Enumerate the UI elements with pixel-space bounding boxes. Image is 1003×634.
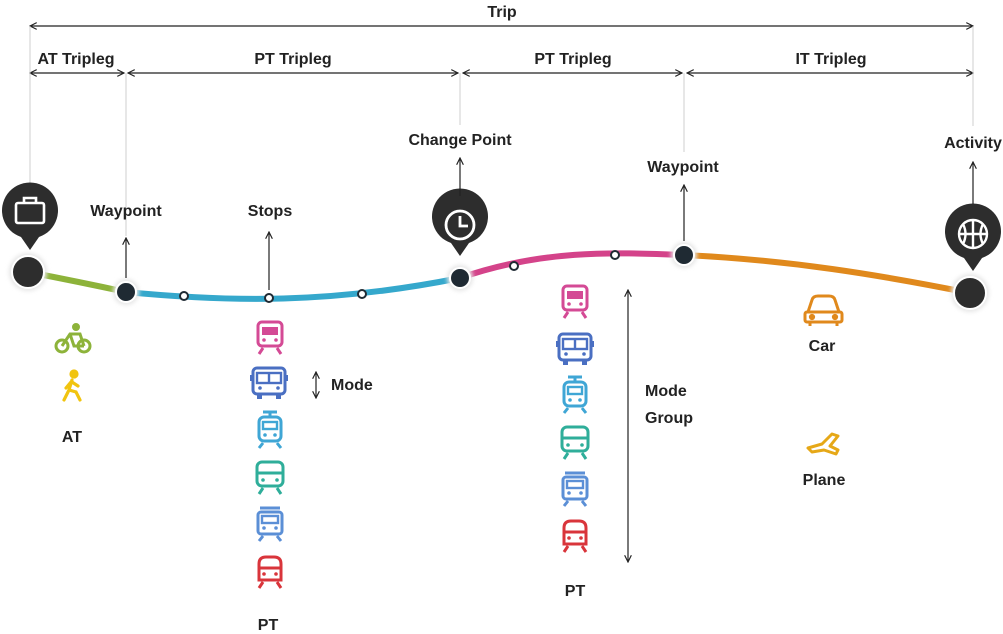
activity-callout: Activity — [944, 135, 1002, 204]
mode-annotation: Mode — [316, 372, 373, 398]
mode-group-label-line1: Mode — [645, 383, 687, 400]
stops — [179, 250, 620, 303]
stop-marker — [509, 261, 519, 271]
it-segment — [681, 252, 973, 296]
stops-label: Stops — [248, 203, 293, 220]
it-tripleg-label: IT Tripleg — [795, 51, 866, 68]
basketball-icon — [957, 218, 989, 250]
bus-icon — [249, 366, 289, 400]
waypoint-label-1: Waypoint — [90, 203, 162, 220]
plane-icon — [806, 432, 840, 456]
stop-marker — [357, 289, 367, 299]
at-tripleg-span: AT Tripleg — [30, 51, 124, 73]
waypoint-node-1 — [113, 279, 139, 305]
pt-tripleg-span-2: PT Tripleg — [463, 51, 682, 73]
change-point-callout: Change Point — [408, 132, 512, 196]
mode-group-annotation: Mode Group — [628, 290, 693, 562]
it-tripleg-span: IT Tripleg — [687, 51, 973, 73]
plane-label: Plane — [803, 472, 846, 489]
mode-label: Mode — [331, 377, 373, 394]
pt-tripleg-label-2: PT Tripleg — [534, 51, 611, 68]
walk-icon — [62, 369, 82, 402]
stops-callout: Stops — [248, 203, 293, 290]
stop-marker — [179, 291, 189, 301]
end-node — [951, 274, 989, 312]
car-icon — [803, 294, 844, 326]
pt-segment-2 — [457, 250, 687, 281]
it-mode-group: Car Plane — [803, 294, 846, 489]
train-icon — [255, 460, 285, 496]
change-point-label: Change Point — [408, 132, 512, 149]
clock-icon — [444, 209, 476, 241]
trip-label: Trip — [487, 4, 517, 21]
bus-icon — [555, 332, 595, 366]
change-point-node — [447, 265, 473, 291]
guide-lines — [29, 26, 974, 236]
bicycle-icon — [54, 323, 92, 354]
pt-tripleg-span-1: PT Tripleg — [128, 51, 458, 73]
waypoint-callout-1: Waypoint — [90, 203, 162, 278]
rail-icon — [561, 471, 589, 507]
mode-group-label-line2: Group — [645, 410, 693, 427]
waypoint-node-2 — [671, 242, 697, 268]
pt-tripleg-label-1: PT Tripleg — [254, 51, 331, 68]
at-mode-group: AT — [54, 323, 92, 446]
tram-icon — [562, 375, 588, 415]
stop-marker — [610, 250, 620, 260]
briefcase-icon — [14, 196, 46, 225]
pt-label-2: PT — [565, 583, 586, 600]
route-path — [25, 250, 973, 302]
metro-icon — [561, 284, 589, 320]
start-node — [9, 253, 47, 291]
pt-mode-group-2: PT — [555, 284, 595, 600]
waypoint-callout-2: Waypoint — [647, 159, 719, 241]
pt-label-1: PT — [258, 617, 279, 634]
train-icon — [560, 425, 590, 461]
metro-icon — [256, 320, 284, 356]
tram-icon — [257, 410, 283, 450]
train-icon — [562, 519, 588, 554]
at-label: AT — [62, 429, 82, 446]
start-marker — [2, 182, 59, 250]
activity-label: Activity — [944, 135, 1002, 152]
end-marker — [945, 203, 1001, 271]
stop-marker — [264, 293, 274, 303]
rail-icon — [256, 506, 284, 542]
trip-span: Trip — [30, 4, 973, 26]
train-icon — [257, 555, 283, 590]
pt-mode-group-1: PT — [249, 320, 289, 634]
car-label: Car — [809, 338, 836, 355]
pt-segment-1 — [123, 275, 463, 302]
at-tripleg-label: AT Tripleg — [37, 51, 114, 68]
waypoint-label-2: Waypoint — [647, 159, 719, 176]
change-marker — [432, 188, 488, 256]
